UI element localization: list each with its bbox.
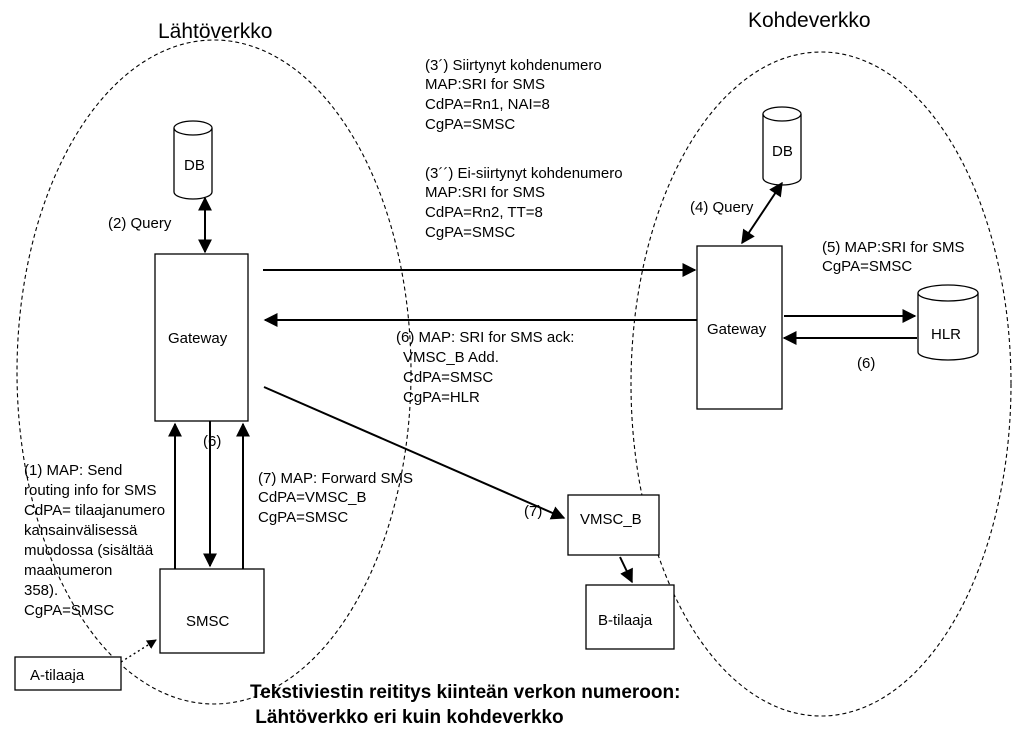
step7-line-3: CgPA=SMSC xyxy=(258,509,348,526)
step5-text: (5) MAP:SRI for SMS CgPA=SMSC xyxy=(822,239,965,275)
vmsc-b-label: VMSC_B xyxy=(580,511,642,528)
step1-line-1: (1) MAP: Send xyxy=(24,462,122,479)
query-source-label: (2) Query xyxy=(108,215,172,232)
query-target-arrow xyxy=(741,181,783,245)
step1-line-5: muodossa (sisältää xyxy=(24,542,154,559)
db-target-label: DB xyxy=(772,143,793,160)
a-tilaaja-label: A-tilaaja xyxy=(30,667,85,684)
step1-line-3: CdPA= tilaajanumero xyxy=(24,502,165,519)
step6-ack-line-2: VMSC_B Add. xyxy=(403,349,499,366)
step1-line-7: 358). xyxy=(24,582,58,599)
source-network-ellipse xyxy=(16,39,412,705)
step3a-line-2: MAP:SRI for SMS xyxy=(425,76,545,93)
step7-label: (7) xyxy=(524,503,542,520)
step6-ack-line-1: (6) MAP: SRI for SMS ack: xyxy=(396,329,574,346)
step7-line-2: CdPA=VMSC_B xyxy=(258,489,367,506)
gateway-source-label: Gateway xyxy=(168,330,228,347)
a-tilaaja-box xyxy=(14,656,122,691)
step3b-line-3: CdPA=Rn2, TT=8 xyxy=(425,204,543,221)
step5-line-1: (5) MAP:SRI for SMS xyxy=(822,239,965,256)
step3b-line-1: (3´´) Ei-siirtynyt kohdenumero xyxy=(425,165,623,182)
step6-smsc-label: (6) xyxy=(203,433,221,450)
step3b-text: (3´´) Ei-siirtynyt kohdenumero MAP:SRI f… xyxy=(425,165,623,241)
step1-text: (1) MAP: Send routing info for SMS CdPA=… xyxy=(24,462,165,619)
target-network-ellipse xyxy=(630,51,1012,717)
step6-hlr-label: (6) xyxy=(857,355,875,372)
step7-line-1: (7) MAP: Forward SMS xyxy=(258,470,413,487)
vmsc-b-box xyxy=(567,494,660,556)
step6-ack-line-4: CgPA=HLR xyxy=(403,389,480,406)
step3a-line-3: CdPA=Rn1, NAI=8 xyxy=(425,96,550,113)
smsc-label: SMSC xyxy=(186,613,230,630)
smsc-box xyxy=(159,568,265,654)
title-line-2: Lähtöverkko eri kuin kohdeverkko xyxy=(250,707,564,728)
vmsc-to-b-arrow xyxy=(619,556,633,584)
step3b-line-4: CgPA=SMSC xyxy=(425,224,515,241)
step3a-line-1: (3´) Siirtynyt kohdenumero xyxy=(425,57,602,74)
b-tilaaja-box xyxy=(585,584,675,650)
diagram-title: Tekstiviestin reititys kiinteän verkon n… xyxy=(250,682,680,728)
step1-line-4: kansainvälisessä xyxy=(24,522,138,539)
step3b-line-2: MAP:SRI for SMS xyxy=(425,184,545,201)
source-network-label: Lähtöverkko xyxy=(158,20,272,43)
step6-ack-text: (6) MAP: SRI for SMS ack: VMSC_B Add. Cd… xyxy=(396,329,574,406)
step6-ack-line-3: CdPA=SMSC xyxy=(403,369,493,386)
query-target-label: (4) Query xyxy=(690,199,754,216)
step5-line-2: CgPA=SMSC xyxy=(822,258,912,275)
step1-line-8: CgPA=SMSC xyxy=(24,602,114,619)
gateway-target-label: Gateway xyxy=(707,321,767,338)
db-source-cylinder: DB xyxy=(173,120,213,200)
step1-line-6: maanumeron xyxy=(24,562,112,579)
step7-forward-text: (7) MAP: Forward SMS CdPA=VMSC_B CgPA=SM… xyxy=(258,470,413,526)
title-line-1: Tekstiviestin reititys kiinteän verkon n… xyxy=(250,682,680,703)
hlr-label: HLR xyxy=(931,326,961,343)
db-source-label: DB xyxy=(184,157,205,174)
b-tilaaja-label: B-tilaaja xyxy=(598,612,653,629)
gateway-source-box xyxy=(154,253,249,422)
step1-line-2: routing info for SMS xyxy=(24,482,157,499)
a-tilaaja-dotted-arrow xyxy=(120,639,157,663)
target-network-label: Kohdeverkko xyxy=(748,9,871,32)
step3a-line-4: CgPA=SMSC xyxy=(425,116,515,133)
db-target-cylinder: DB xyxy=(762,106,802,186)
forward-sms-arrow xyxy=(263,386,566,520)
gateway-target-box xyxy=(696,245,783,410)
step3a-text: (3´) Siirtynyt kohdenumero MAP:SRI for S… xyxy=(425,57,602,133)
hlr-cylinder: HLR xyxy=(917,284,979,361)
